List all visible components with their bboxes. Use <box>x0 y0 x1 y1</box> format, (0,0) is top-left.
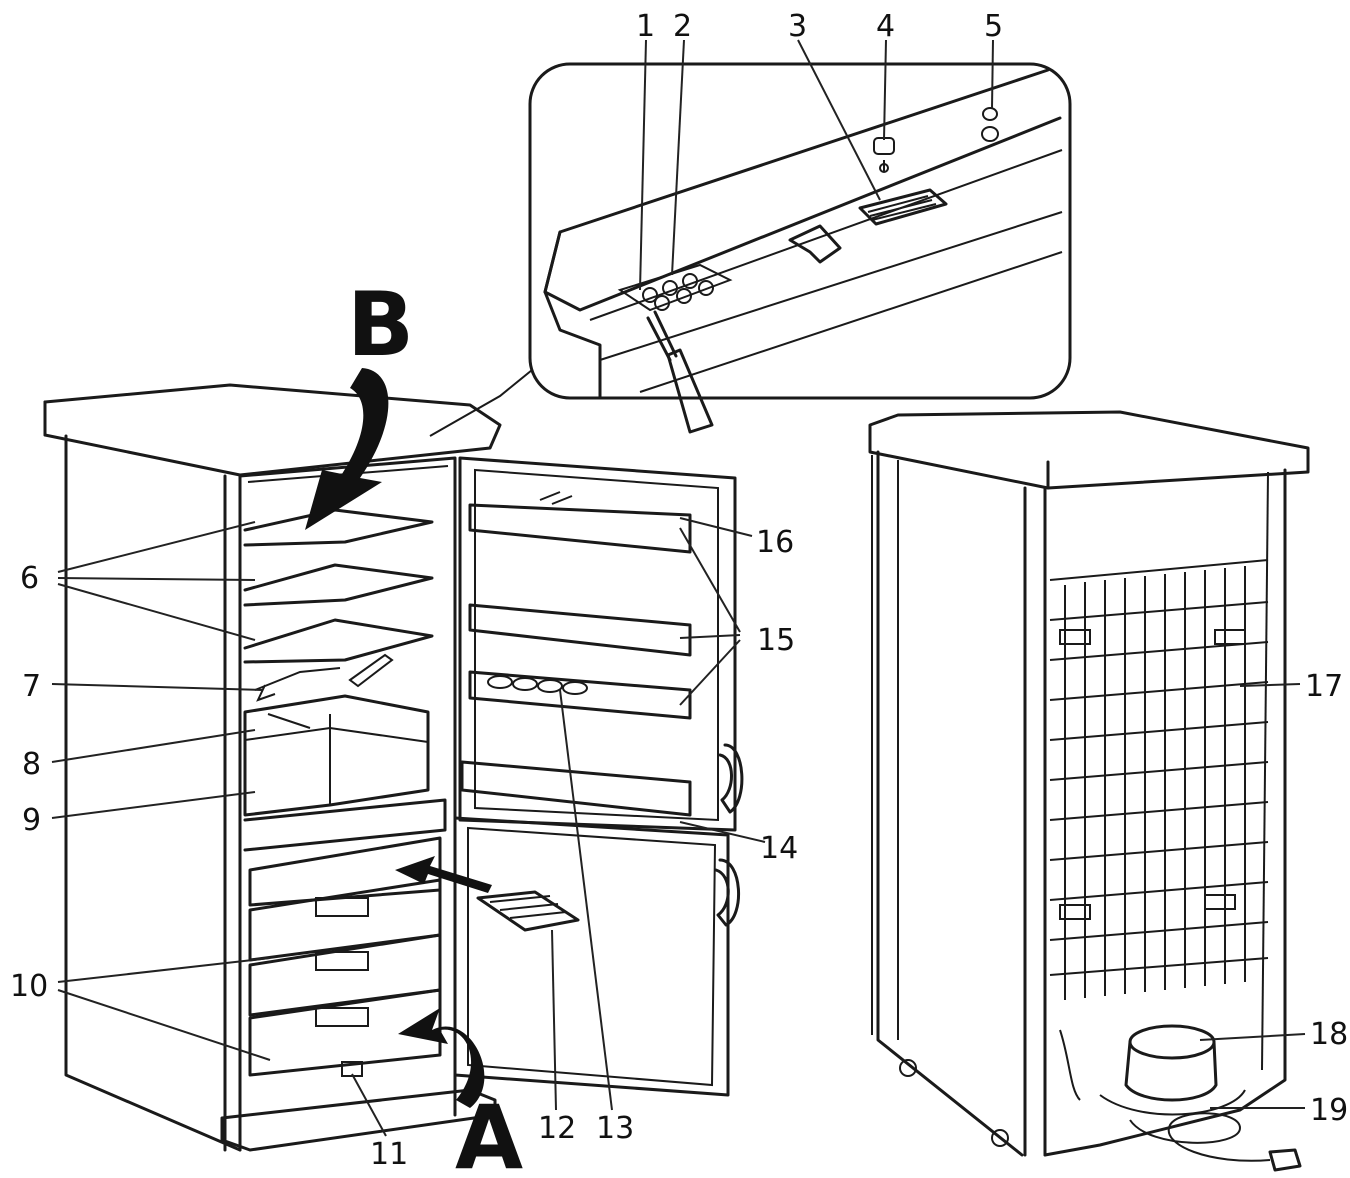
light-switch-buttons <box>617 263 733 312</box>
indicator-lamp-2 <box>981 107 999 142</box>
callout-5: 5 <box>984 9 1003 44</box>
callout-7: 7 <box>22 669 41 704</box>
freezer-drawers <box>248 836 442 1077</box>
compressor <box>1059 1024 1246 1116</box>
callout-15: 15 <box>757 623 795 658</box>
callout-2: 2 <box>673 9 692 44</box>
fridge-back-view <box>868 410 1310 1172</box>
crisper-drawers <box>243 694 430 817</box>
freezer-door-open <box>453 816 740 1097</box>
lamp-cover <box>788 224 842 264</box>
control-panel-inset <box>429 62 1072 437</box>
callout-9: 9 <box>22 803 41 838</box>
callout-16: 16 <box>756 525 794 560</box>
callout-12: 12 <box>538 1111 576 1146</box>
callout-8: 8 <box>22 747 41 782</box>
callout-4: 4 <box>876 9 895 44</box>
fridge-door-open <box>458 456 744 832</box>
callout-11: 11 <box>370 1137 408 1172</box>
glass-shelves <box>243 508 434 664</box>
airflow-arrow-freezer <box>395 856 492 893</box>
fridge-open-view <box>43 383 744 1152</box>
callout-18: 18 <box>1310 1017 1348 1052</box>
callout-17: 17 <box>1305 669 1343 704</box>
airflow-arrow-a <box>398 1008 485 1108</box>
callout-1: 1 <box>636 9 655 44</box>
thermostat-knob <box>858 188 948 226</box>
indicator-lamp <box>873 137 895 173</box>
callout-19: 19 <box>1310 1093 1348 1128</box>
callout-6: 6 <box>20 561 39 596</box>
label-a: A <box>455 1086 523 1178</box>
callout-14: 14 <box>760 831 798 866</box>
label-b: B <box>347 273 414 376</box>
callout-10: 10 <box>10 969 48 1004</box>
condenser-coil <box>1049 559 1269 1000</box>
power-cord <box>1129 1112 1302 1172</box>
airflow-arrow-b <box>305 368 389 530</box>
callout-13: 13 <box>596 1111 634 1146</box>
callout-3: 3 <box>788 9 807 44</box>
screwdriver-icon <box>646 310 714 434</box>
